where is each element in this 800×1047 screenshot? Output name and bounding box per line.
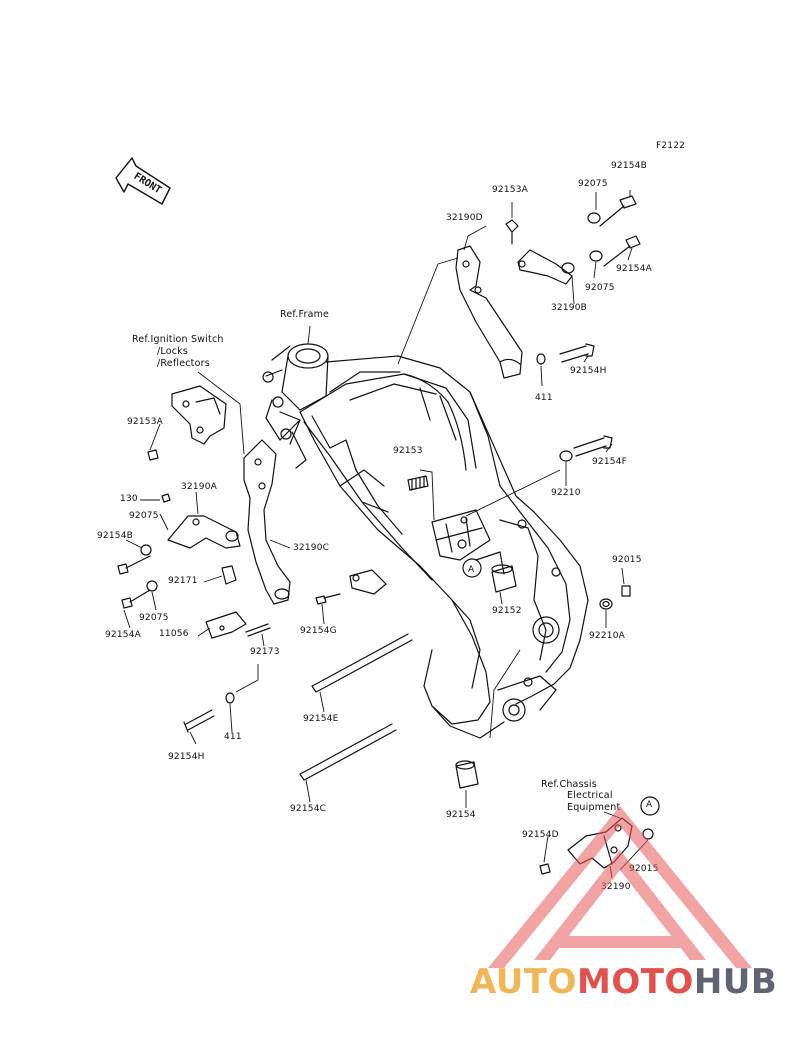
bracket-32190d <box>455 245 523 379</box>
part-label-92154b-left[interactable]: 92154B <box>97 531 134 541</box>
ref-ignition-label-3: /Reflectors <box>157 358 210 369</box>
part-label-92154a-top[interactable]: 92154A <box>616 264 652 274</box>
ref-ignition-label-2: /Locks <box>157 346 189 357</box>
part-label-92210a[interactable]: 92210A <box>589 631 625 641</box>
front-label: FRONT <box>132 171 163 196</box>
part-label-92154b-top[interactable]: 92154B <box>611 161 648 171</box>
ref-ignition-label-1: Ref.Ignition Switch <box>132 334 224 345</box>
part-label-92075-top[interactable]: 92075 <box>578 179 608 189</box>
part-label-130[interactable]: 130 <box>120 494 138 504</box>
part-label-92015-right[interactable]: 92015 <box>612 555 642 565</box>
part-label-92153a-top[interactable]: 92153A <box>492 185 528 195</box>
part-label-92171[interactable]: 92171 <box>168 576 198 586</box>
bracket-32190c <box>243 439 291 605</box>
ref-chassis-label-3: Equipment <box>567 802 621 813</box>
part-label-32190a[interactable]: 32190A <box>181 482 217 492</box>
part-label-32190[interactable]: 32190 <box>601 882 631 892</box>
ignition-bracket <box>171 385 227 445</box>
part-label-92154h-left[interactable]: 92154H <box>168 752 205 762</box>
watermark-text: AUTOMOTOHUB <box>470 962 777 1002</box>
watermark-moto: MOTO <box>576 962 694 1002</box>
part-label-92075-mid[interactable]: 92075 <box>585 283 615 293</box>
part-label-92154f[interactable]: 92154F <box>592 457 628 467</box>
part-label-92154d[interactable]: 92154D <box>522 830 559 840</box>
circle-a-label-frame: A <box>468 565 475 575</box>
part-label-92210[interactable]: 92210 <box>551 488 581 498</box>
part-label-11056[interactable]: 11056 <box>159 629 189 639</box>
part-label-92154a-left[interactable]: 92154A <box>105 630 141 640</box>
part-label-92075-low[interactable]: 92075 <box>139 613 169 623</box>
ref-frame-label: Ref.Frame <box>280 309 330 320</box>
watermark-hub: HUB <box>693 962 778 1002</box>
part-label-92154e[interactable]: 92154E <box>303 714 339 724</box>
front-arrow-icon: FRONT <box>115 157 171 205</box>
part-label-32190b[interactable]: 32190B <box>551 303 588 313</box>
part-label-92154[interactable]: 92154 <box>446 810 476 820</box>
bracket-32190a <box>167 515 241 549</box>
part-label-411-right[interactable]: 411 <box>535 393 553 403</box>
main-frame <box>262 343 589 739</box>
figure-code: F2122 <box>656 141 686 151</box>
part-label-92153[interactable]: 92153 <box>393 446 423 456</box>
part-label-92152[interactable]: 92152 <box>492 606 522 616</box>
part-label-92173[interactable]: 92173 <box>250 647 280 657</box>
ref-chassis-label-2: Electrical <box>567 790 613 801</box>
part-label-32190c[interactable]: 32190C <box>293 543 330 553</box>
bracket-32190 <box>567 817 633 869</box>
circle-a-label-chassis: A <box>646 800 653 810</box>
ref-chassis-label-1: Ref.Chassis <box>541 779 597 790</box>
part-label-411-left[interactable]: 411 <box>224 732 242 742</box>
part-label-92015-low[interactable]: 92015 <box>629 864 659 874</box>
part-label-92154g[interactable]: 92154G <box>300 626 337 636</box>
watermark-auto: AUTO <box>470 962 577 1002</box>
leader-lines <box>123 190 649 879</box>
part-label-32190d[interactable]: 32190D <box>446 213 483 223</box>
part-label-92153a-left[interactable]: 92153A <box>127 417 163 427</box>
part-label-92154h-right[interactable]: 92154H <box>570 366 607 376</box>
bracket-32190b <box>517 249 575 285</box>
part-label-92075-left[interactable]: 92075 <box>129 511 159 521</box>
part-label-92154c[interactable]: 92154C <box>290 804 327 814</box>
